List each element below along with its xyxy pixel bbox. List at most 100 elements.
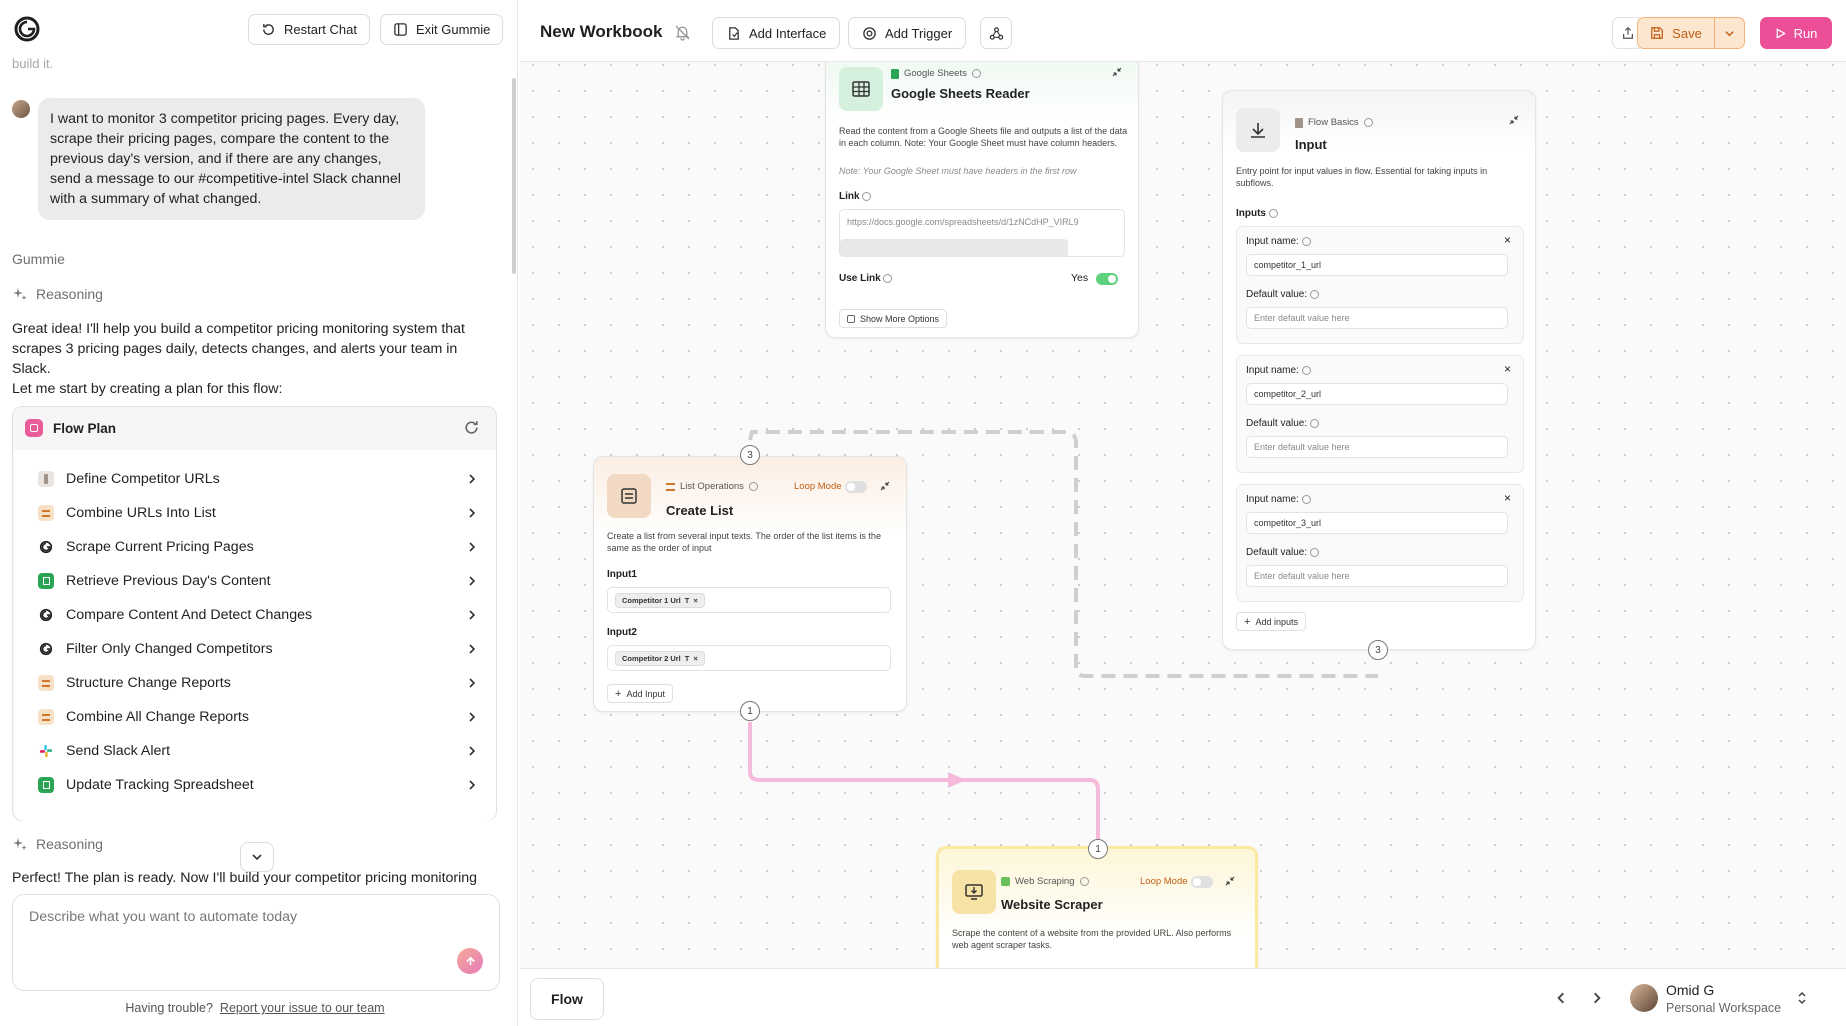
node-create-list[interactable]: List Operations Loop Mode Create List Cr… [593, 456, 907, 712]
flow-canvas[interactable]: Google Sheets Google Sheets Reader Read … [520, 0, 1846, 1026]
plan-item[interactable]: Scrape Current Pricing Pages [14, 530, 496, 564]
help-icon[interactable] [1363, 118, 1373, 127]
list-operations-icon [666, 482, 675, 491]
plan-item[interactable]: Retrieve Previous Day's Content [14, 564, 496, 598]
input-node-port[interactable]: 3 [1368, 640, 1388, 660]
refresh-icon[interactable] [463, 419, 480, 436]
run-button[interactable]: Run [1760, 17, 1832, 49]
node-google-sheets-reader[interactable]: Google Sheets Google Sheets Reader Read … [825, 50, 1139, 338]
exit-gummie-button[interactable]: Exit Gummie [380, 14, 504, 45]
plan-item-label: Filter Only Changed Competitors [66, 641, 273, 657]
chevron-left-icon[interactable] [1554, 991, 1568, 1005]
webhook-button[interactable] [980, 17, 1012, 49]
add-inputs-button[interactable]: + Add inputs [1236, 612, 1306, 631]
remove-chip-icon[interactable]: × [693, 653, 698, 663]
collapse-icon[interactable] [1509, 115, 1519, 125]
help-icon[interactable] [862, 191, 872, 201]
reasoning-toggle[interactable]: Reasoning [12, 286, 103, 302]
use-link-toggle[interactable] [1096, 273, 1118, 285]
arrow-up-icon [465, 956, 475, 965]
bell-off-icon[interactable] [674, 24, 691, 41]
plan-item[interactable]: Combine URLs Into List [14, 496, 496, 530]
help-icon[interactable] [1301, 236, 1311, 246]
create-list-input-port[interactable]: 3 [740, 445, 760, 465]
input-icon [38, 471, 54, 487]
chevron-right-icon [469, 678, 476, 688]
restart-chat-button[interactable]: Restart Chat [248, 14, 370, 45]
website-scraper-input-port[interactable]: 1 [1088, 839, 1108, 859]
help-icon[interactable] [1301, 365, 1311, 375]
plan-item[interactable]: Compare Content And Detect Changes [14, 598, 496, 632]
help-icon[interactable] [1301, 494, 1311, 504]
help-icon[interactable] [971, 69, 981, 78]
send-button[interactable] [457, 948, 483, 974]
workbook-title[interactable]: New Workbook [540, 22, 663, 41]
remove-input-icon[interactable]: × [1503, 491, 1511, 505]
plan-item[interactable]: Filter Only Changed Competitors [14, 632, 496, 666]
default-value-field[interactable]: Enter default value here [1246, 565, 1508, 587]
chevron-up-down-icon[interactable] [1796, 989, 1808, 1007]
list-operations-icon [38, 505, 54, 521]
default-value-field[interactable]: Enter default value here [1246, 307, 1508, 329]
remove-chip-icon[interactable]: × [693, 595, 698, 605]
assistant-reply-plan-intro: Let me start by creating a plan for this… [12, 381, 283, 397]
help-icon[interactable] [1309, 547, 1319, 557]
exit-gummie-label: Exit Gummie [416, 22, 491, 37]
remove-input-icon[interactable]: × [1503, 233, 1511, 247]
chip-label: Competitor 1 Url [622, 595, 681, 605]
collapse-icon[interactable] [1112, 67, 1122, 77]
default-value-field[interactable]: Enter default value here [1246, 436, 1508, 458]
add-input-button[interactable]: + Add Input [607, 684, 673, 703]
add-trigger-button[interactable]: Add Trigger [848, 17, 967, 49]
user-name[interactable]: Omid G [1666, 982, 1715, 998]
input-name-field[interactable]: competitor_2_url [1246, 383, 1508, 405]
plan-item[interactable]: Structure Change Reports [14, 666, 496, 700]
scroll-down-button[interactable] [240, 842, 274, 872]
remove-input-icon[interactable]: × [1503, 362, 1511, 376]
chat-messages[interactable]: build it. I want to monitor 3 competitor… [0, 56, 508, 892]
avatar[interactable] [1630, 984, 1658, 1012]
save-button[interactable]: Save [1637, 17, 1715, 49]
tab-flow[interactable]: Flow [530, 978, 604, 1020]
download-icon [1236, 108, 1280, 152]
workspace-name[interactable]: Personal Workspace [1666, 1001, 1782, 1015]
help-icon[interactable] [1268, 208, 1278, 218]
gumloop-icon [38, 539, 54, 555]
help-icon[interactable] [1309, 289, 1319, 299]
chat-scrollbar[interactable] [512, 78, 516, 274]
node-description: Create a list from several input texts. … [607, 531, 881, 553]
add-interface-button[interactable]: Add Interface [712, 17, 841, 49]
help-icon[interactable] [883, 273, 893, 283]
plan-item[interactable]: Define Competitor URLs [14, 462, 496, 496]
input-name-field[interactable]: competitor_1_url [1246, 254, 1508, 276]
create-list-output-port[interactable]: 1 [740, 701, 760, 721]
input1-label: Input1 [607, 569, 637, 580]
save-dropdown-button[interactable] [1715, 17, 1745, 49]
flow-plan-icon [25, 419, 43, 437]
help-icon[interactable] [1309, 418, 1319, 428]
collapse-icon[interactable] [880, 481, 890, 491]
gumloop-logo-icon[interactable] [12, 14, 42, 44]
input-name-field[interactable]: competitor_3_url [1246, 512, 1508, 534]
loop-mode-toggle[interactable] [845, 481, 867, 493]
report-issue-link[interactable]: Report your issue to our team [219, 1001, 385, 1015]
chevron-right-icon[interactable] [1590, 991, 1604, 1005]
node-input[interactable]: Flow Basics Input Entry point for input … [1222, 90, 1536, 650]
user-avatar [12, 100, 30, 118]
link-input-scrollbar[interactable] [840, 239, 1068, 257]
help-icon[interactable] [748, 482, 758, 491]
collapse-icon[interactable] [1225, 876, 1235, 886]
reasoning-toggle-2[interactable]: Reasoning [12, 836, 103, 852]
loop-mode-toggle[interactable] [1191, 876, 1213, 888]
plan-item[interactable]: Send Slack Alert [14, 734, 496, 768]
chat-input[interactable] [29, 909, 469, 925]
plan-item[interactable]: Update Tracking Spreadsheet [14, 768, 496, 802]
webhook-icon [989, 26, 1003, 40]
plan-item[interactable]: Combine All Change Reports [14, 700, 496, 734]
help-icon[interactable] [1079, 877, 1089, 886]
show-more-options-button[interactable]: Show More Options [839, 309, 948, 328]
